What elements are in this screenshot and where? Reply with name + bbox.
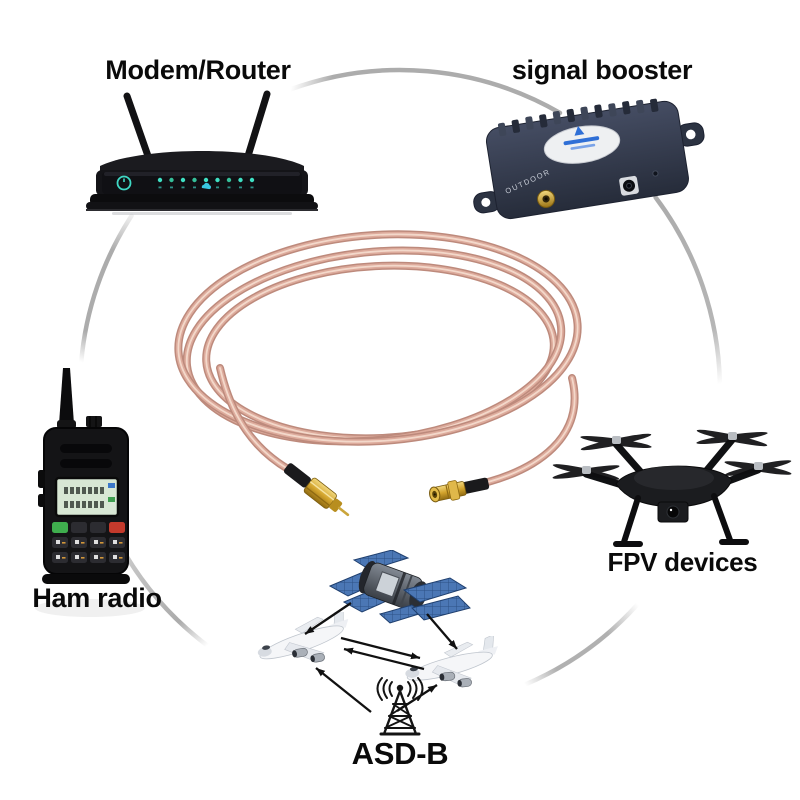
radio-knob (86, 416, 102, 427)
radio-ptt-button (38, 470, 45, 488)
radio-antenna (59, 368, 74, 424)
aircraft-cockpit (262, 645, 271, 650)
drone-camera (657, 501, 689, 523)
aircraft-right-image (400, 636, 504, 700)
sma-female-connector (429, 477, 490, 503)
ham-radio-label: Ham radio (32, 583, 162, 613)
router-antenna-right (244, 90, 271, 160)
modem-router-image (82, 90, 322, 216)
fpv-devices-label: FPV devices (607, 547, 758, 577)
cloud-icon (201, 182, 212, 190)
ring-arc-bottom-left (123, 552, 210, 648)
sma-male-connector (283, 463, 350, 517)
router-front-panel (102, 172, 302, 194)
adsb-label: ASD-B (351, 736, 449, 771)
booster-brand-logo (563, 126, 600, 150)
booster-heatsink-fins (497, 98, 659, 137)
radio-lcd-digits (64, 487, 104, 508)
booster-dc-jack (619, 175, 639, 196)
ham-radio-image (30, 366, 150, 622)
satellite-image (320, 550, 474, 672)
ring-arc-bottom-right (522, 601, 641, 687)
radio-base (42, 574, 130, 584)
router-antenna-left (123, 92, 152, 160)
radio-tower-icon (354, 676, 446, 742)
ring-arc-right (653, 195, 723, 387)
booster-indicator-hole (652, 170, 659, 177)
coax-cable-image (160, 220, 620, 540)
signal-booster-label: signal booster (511, 55, 693, 85)
drone-motors (582, 432, 763, 474)
power-icon (116, 175, 132, 191)
fpv-drone-image (546, 406, 798, 558)
modem-router-label: Modem/Router (105, 55, 291, 85)
ring-arc-top (288, 67, 563, 116)
aircraft-left-image (252, 612, 356, 676)
radio-keypad (52, 522, 125, 563)
drone-landing-legs (613, 493, 749, 547)
signal-booster-image: OUTDOOR (462, 80, 712, 238)
ring-arc-left (78, 213, 134, 365)
radio-reflection (35, 599, 145, 617)
radio-side-button (38, 494, 45, 507)
router-led-strip (157, 177, 255, 190)
cable-coil (174, 230, 582, 491)
booster-brand-label (543, 125, 621, 164)
booster-sma-port (537, 189, 556, 208)
radio-speaker-slot (60, 444, 112, 453)
radio-speaker-slot (60, 459, 112, 468)
